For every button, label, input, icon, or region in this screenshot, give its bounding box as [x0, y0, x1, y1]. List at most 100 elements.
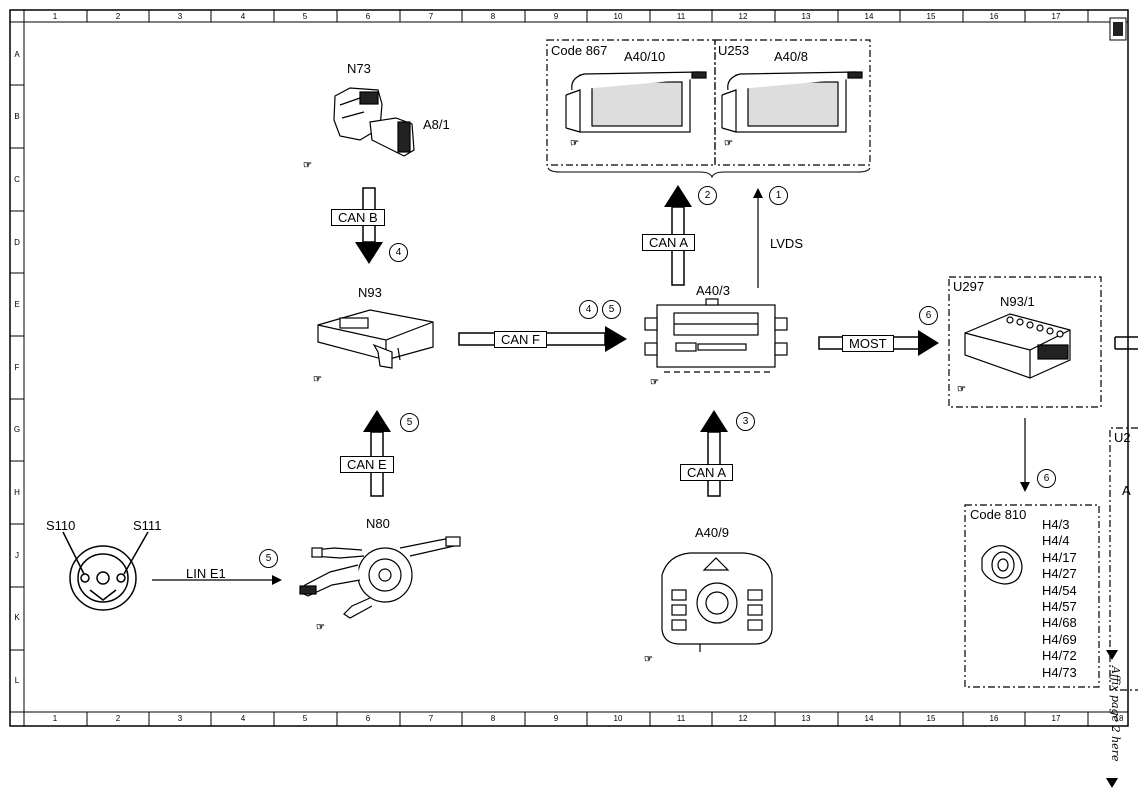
display-a40-10	[565, 71, 707, 133]
ref-4-can-b: 4	[389, 243, 408, 262]
grid-col-16: 16	[989, 12, 999, 21]
grid-col-15: 15	[926, 12, 936, 21]
column-module-n80	[299, 536, 461, 619]
grid-row-e: E	[14, 300, 20, 309]
bus-label-most: MOST	[842, 335, 894, 352]
label-s110: S110	[46, 518, 76, 533]
u253-box	[714, 39, 871, 166]
code-810-box	[964, 504, 1100, 688]
grid-col-4: 4	[240, 12, 246, 21]
hand-pointer-icon: ☞	[303, 160, 312, 171]
label-u2-partial: U2	[1114, 430, 1131, 445]
u2-box-partial	[1109, 427, 1138, 691]
grid-col-6: 6	[365, 12, 371, 21]
grid-row-g: G	[13, 425, 21, 434]
grid-col-9: 9	[553, 12, 559, 21]
hand-pointer-icon: ☞	[313, 374, 322, 385]
grid-col-13: 13	[801, 12, 811, 21]
frame	[9, 9, 1129, 727]
h4-item: H4/17	[1042, 549, 1077, 565]
grid-ticks	[10, 10, 1089, 726]
hand-pointer-icon: ☞	[650, 377, 659, 388]
steering-wheel	[62, 531, 149, 611]
ref-4-can-f: 4	[579, 300, 598, 319]
grid-col-3-bottom: 3	[177, 714, 183, 723]
ref-5-can-e: 5	[400, 413, 419, 432]
grid-col-7-bottom: 7	[428, 714, 434, 723]
grid-col-2-bottom: 2	[115, 714, 121, 723]
grid-col-7: 7	[428, 12, 434, 21]
grid-col-9-bottom: 9	[553, 714, 559, 723]
grid-col-4-bottom: 4	[240, 714, 246, 723]
grid-col-12: 12	[738, 12, 748, 21]
head-unit-a40-3	[644, 298, 788, 373]
module-n93-1	[964, 313, 1071, 379]
grid-col-6-bottom: 6	[365, 714, 371, 723]
grid-col-13-bottom: 13	[801, 714, 811, 723]
label-code-867: Code 867	[551, 43, 608, 58]
grid-col-1-bottom: 1	[52, 714, 58, 723]
grid-col-18-bottom: 18	[1114, 714, 1124, 723]
bus-label-lin-e1: LIN E1	[186, 566, 226, 581]
ref-6-down: 6	[1037, 469, 1056, 488]
label-a-partial: A	[1122, 483, 1131, 498]
h4-list: H4/3 H4/4 H4/17 H4/27 H4/54 H4/57 H4/68 …	[1042, 517, 1077, 681]
bus-label-can-f: CAN F	[494, 331, 547, 348]
speaker-h4	[981, 545, 1023, 585]
hand-pointer-icon: ☞	[644, 654, 653, 665]
label-n73: N73	[347, 61, 371, 76]
grid-col-3: 3	[177, 12, 183, 21]
arrow-can-e	[363, 410, 391, 497]
frame-inner	[23, 21, 1129, 713]
page-corner-icon	[1109, 17, 1127, 41]
h4-item: H4/57	[1042, 599, 1077, 615]
h4-item: H4/68	[1042, 615, 1077, 631]
arrow-can-b	[355, 187, 383, 264]
grid-row-l: L	[14, 676, 20, 685]
brace-top	[547, 167, 871, 179]
bus-label-can-a-bottom: CAN A	[680, 464, 734, 481]
label-a40-10: A40/10	[624, 49, 666, 64]
grid-row-f: F	[14, 363, 20, 372]
ignition-lock-n73	[333, 87, 415, 157]
grid-col-12-bottom: 12	[738, 714, 748, 723]
grid-row-h: H	[14, 488, 20, 497]
ref-3: 3	[736, 412, 755, 431]
ref-2: 2	[698, 186, 717, 205]
h4-item: H4/54	[1042, 582, 1077, 598]
hand-pointer-icon: ☞	[316, 622, 325, 633]
ref-1: 1	[769, 186, 788, 205]
grid-col-5: 5	[302, 12, 308, 21]
bus-label-can-e: CAN E	[340, 456, 394, 473]
h4-item: H4/72	[1042, 648, 1077, 664]
label-n93-1: N93/1	[1000, 294, 1035, 309]
h4-item: H4/69	[1042, 631, 1077, 647]
label-code-810: Code 810	[970, 507, 1027, 522]
u297-box	[948, 276, 1102, 408]
label-n93: N93	[358, 285, 382, 300]
side-note-text: Affix page 2 here	[1109, 666, 1122, 762]
h4-item: H4/4	[1042, 533, 1070, 549]
group-boxes	[546, 39, 1138, 691]
grid-row-d: D	[14, 238, 20, 247]
grid-col-8-bottom: 8	[490, 714, 496, 723]
grid-col-5-bottom: 5	[302, 714, 308, 723]
grid-col-1: 1	[52, 12, 58, 21]
bus-label-can-b: CAN B	[331, 209, 385, 226]
grid-col-8: 8	[490, 12, 496, 21]
bus-label-can-a-top: CAN A	[642, 234, 696, 251]
hand-pointer-icon: ☞	[957, 384, 966, 395]
label-s111: S111	[133, 518, 162, 533]
label-a8-1: A8/1	[423, 117, 450, 132]
module-n93	[317, 309, 434, 369]
side-note-arrow-top	[1106, 650, 1118, 660]
grid-col-16-bottom: 16	[989, 714, 999, 723]
grid-row-b: B	[14, 112, 20, 121]
grid-col-15-bottom: 15	[926, 714, 936, 723]
grid-col-10: 10	[613, 12, 623, 21]
label-a40-9: A40/9	[695, 525, 729, 540]
ref-5-can-f: 5	[602, 300, 621, 319]
ref-6-most: 6	[919, 306, 938, 325]
label-n80: N80	[366, 516, 390, 531]
